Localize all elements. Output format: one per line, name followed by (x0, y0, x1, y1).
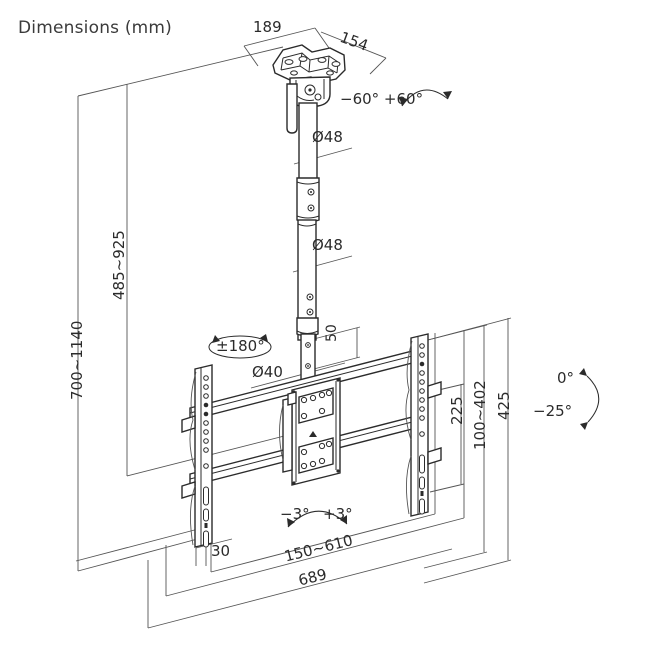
dim-vesa-height: 225 (448, 396, 466, 425)
dim-wall-offset: 30 (211, 542, 231, 560)
angle-rotation: ±180° (216, 337, 265, 355)
dimension-lines (75, 27, 512, 629)
dim-total-drop-range: 700~1140 (68, 320, 86, 400)
extension-pole (296, 102, 320, 397)
dim-ceiling-plate-width: 189 (253, 18, 282, 36)
triangle-up-icon (309, 431, 317, 437)
rotation-ellipse (208, 335, 272, 359)
dim-upper-pole-diameter: Ø48 (312, 128, 343, 146)
dim-pole-hole-spacing: 50 (324, 324, 340, 342)
dim-bracket-tube-diameter: Ø40 (252, 363, 283, 381)
tv-mount-frame (181, 333, 442, 548)
dim-pole-drop-range: 485~925 (110, 230, 128, 300)
angle-tilt-bottom: −25° (533, 402, 573, 420)
dim-panel-height: 425 (495, 391, 513, 420)
page-title: Dimensions (mm) (18, 18, 173, 38)
angle-tilt-top: 0° (557, 369, 575, 387)
angle-swivel-ceiling: −60° +60° (340, 90, 424, 108)
dim-vesa-height-range: 100~402 (471, 380, 489, 450)
angle-tilt-left: −3° (280, 505, 310, 523)
ceiling-plate-assembly (272, 44, 346, 134)
vertical-tilt-arc (586, 375, 600, 423)
angle-indicators (208, 89, 600, 528)
dim-lower-pole-diameter: Ø48 (312, 236, 343, 254)
angle-tilt-right: +3° (323, 505, 353, 523)
